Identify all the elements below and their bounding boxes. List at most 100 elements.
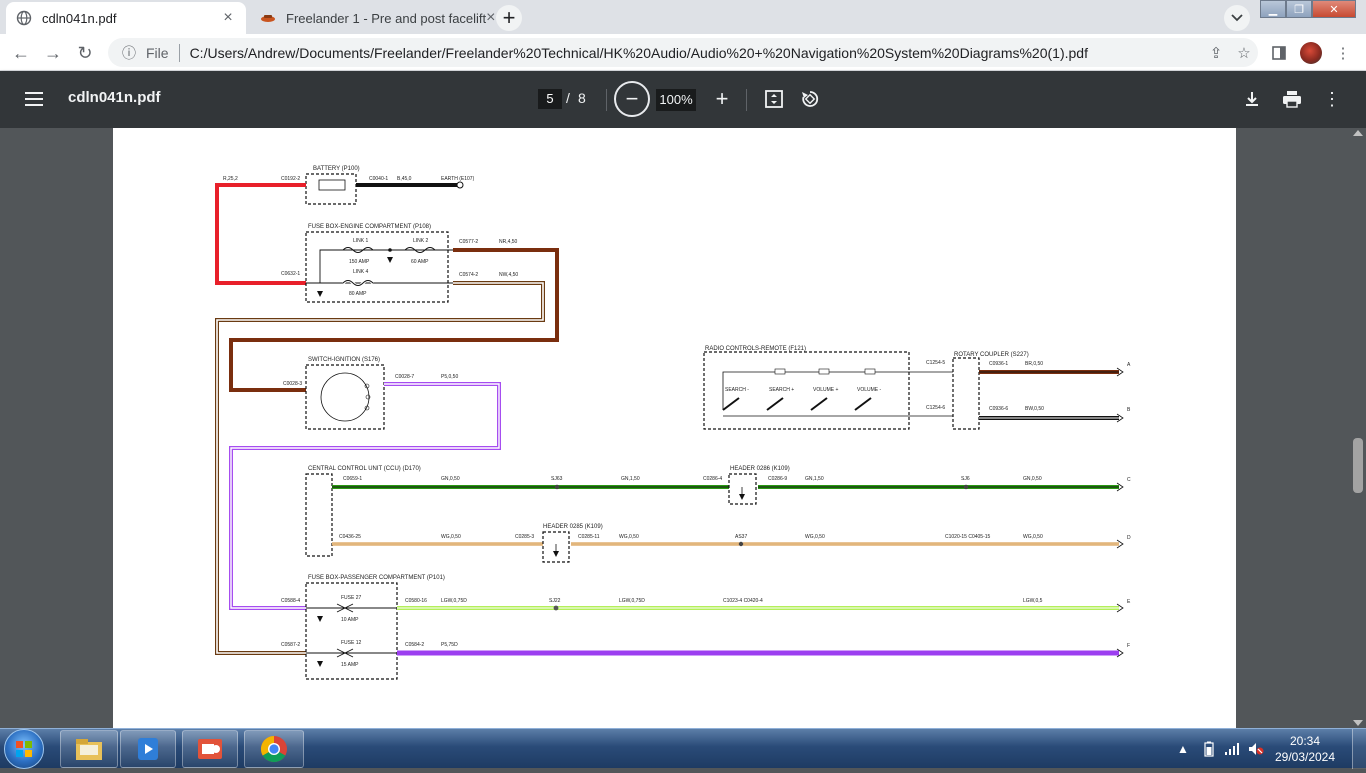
earth-point	[456, 181, 464, 189]
scroll-down-arrow-icon[interactable]	[1353, 720, 1363, 726]
fuse27-icon	[336, 603, 354, 613]
ground-arrow-icon	[553, 551, 559, 557]
fuse-passenger-e-out: C0580-16	[405, 598, 427, 604]
show-desktop-button[interactable]	[1352, 729, 1366, 769]
page-number-input[interactable]: 5	[538, 89, 562, 109]
print-icon[interactable]	[1280, 87, 1304, 111]
header286-box	[728, 473, 757, 505]
ccu-connector-d: C0436-25	[339, 534, 361, 540]
share-icon[interactable]: ⇪	[1209, 44, 1223, 62]
fuse27-label: FUSE 27	[341, 595, 362, 601]
tab-cdln041n[interactable]: cdln041n.pdf ×	[6, 2, 246, 34]
tray-expand-icon[interactable]: ▲	[1177, 742, 1189, 756]
scroll-up-arrow-icon[interactable]	[1353, 130, 1363, 136]
taskbar-app-presentation[interactable]	[182, 730, 238, 768]
battery-icon[interactable]	[1200, 729, 1218, 769]
zoom-level-input[interactable]: 100%	[656, 89, 696, 111]
close-window-button[interactable]: ✕	[1312, 0, 1356, 18]
terminal-d: D	[1127, 535, 1131, 541]
tab-close-icon[interactable]: ×	[223, 9, 233, 26]
fuse-passenger-f-out: C0584-2	[405, 642, 424, 648]
terminal-arrow-icon	[1116, 482, 1124, 492]
link1-label: LINK 1	[353, 238, 369, 244]
splice-c: SJ63	[551, 476, 563, 482]
fuse-engine-connector-in: C0632-1	[281, 271, 300, 277]
reload-button[interactable]: ↻	[77, 42, 93, 63]
pdf-viewer[interactable]: BATTERY (P100) C0192-2 C0040-1 B,45,0 EA…	[0, 128, 1366, 728]
forward-button[interactable]: →	[44, 42, 62, 63]
tab-close-icon[interactable]: ×	[486, 9, 496, 26]
terminal-arrow-icon	[1116, 603, 1124, 613]
fuse-engine-busbar	[319, 249, 453, 283]
ignition-box	[305, 364, 385, 430]
tab-freelander[interactable]: Freelander 1 - Pre and post facelift ×	[250, 2, 496, 34]
vertical-scrollbar[interactable]	[1350, 128, 1366, 728]
ignition-wire-out: P5,0,50	[441, 374, 458, 380]
radio-connector-a: C1254-5	[926, 360, 945, 366]
maximize-button[interactable]: ❐	[1286, 0, 1312, 18]
ground-arrow-icon	[739, 494, 745, 500]
network-signal-icon[interactable]	[1222, 729, 1242, 769]
new-tab-button[interactable]: +	[496, 5, 522, 31]
taskbar-app-chrome[interactable]	[244, 730, 304, 768]
terminal-f: F	[1127, 643, 1130, 649]
hamburger-menu-icon[interactable]	[22, 87, 46, 111]
splice-e: SJ22	[549, 598, 561, 604]
taskbar-app-media-player[interactable]	[120, 730, 176, 768]
radio-controls-label: RADIO CONTROLS-REMOTE (F121)	[705, 346, 806, 352]
address-bar[interactable]: ⓘ File C:/Users/Andrew/Documents/Freelan…	[108, 38, 1258, 67]
window-controls: ▁ ❐ ✕	[1260, 0, 1356, 20]
minimize-button[interactable]: ▁	[1260, 0, 1286, 18]
volume-muted-icon[interactable]	[1246, 729, 1266, 769]
fit-page-icon[interactable]	[762, 87, 786, 111]
side-panel-icon[interactable]	[1266, 40, 1292, 66]
terminal-a: A	[1127, 362, 1131, 368]
terminal-e: E	[1127, 599, 1131, 605]
tab-search-button[interactable]	[1224, 5, 1250, 31]
fuse-engine-label: FUSE BOX-ENGINE COMPARTMENT (P108)	[308, 224, 431, 230]
kebab-menu-icon[interactable]: ⋮	[1335, 45, 1351, 62]
link2-label: LINK 2	[413, 238, 429, 244]
battery-box	[305, 173, 357, 205]
fuse-engine-wire-out2: NW,4,50	[499, 272, 518, 278]
back-button[interactable]: ←	[12, 42, 30, 63]
url-scheme: File	[146, 44, 169, 61]
divider	[606, 89, 607, 111]
fuse-passenger-e-in: C0588-4	[281, 598, 300, 604]
page-total: 8	[578, 90, 586, 106]
pdf-filename: cdln041n.pdf	[68, 89, 161, 106]
ignition-switch-icon	[320, 372, 370, 422]
battery-connector-left: C0192-2	[281, 176, 300, 182]
download-icon[interactable]	[1240, 87, 1264, 111]
rotary-connector-a: C0936-1	[989, 361, 1008, 367]
radio-resistor-line	[722, 371, 909, 410]
file-explorer-icon	[76, 739, 102, 760]
rotary-wire-a: BR,0,50	[1025, 361, 1043, 367]
link2-rating: 60 AMP	[411, 259, 429, 265]
more-options-icon[interactable]: ⋮	[1323, 88, 1341, 109]
header285-box	[542, 531, 570, 563]
globe-icon	[16, 10, 32, 26]
terminal-c: C	[1127, 477, 1131, 483]
rotary-connector-b: C0936-6	[989, 406, 1008, 412]
url-text[interactable]: C:/Users/Andrew/Documents/Freelander/Fre…	[189, 44, 1088, 61]
zoom-in-button[interactable]: +	[715, 86, 729, 111]
rotate-icon[interactable]	[798, 87, 822, 111]
media-player-icon	[138, 738, 158, 760]
ccu-box	[305, 473, 333, 557]
profile-avatar[interactable]	[1300, 42, 1322, 64]
scroll-thumb[interactable]	[1353, 438, 1363, 493]
bookmark-star-icon[interactable]: ☆	[1237, 44, 1251, 62]
taskbar-app-file-explorer[interactable]	[60, 730, 118, 768]
divider	[178, 43, 180, 62]
switch-search-minus	[722, 397, 740, 411]
system-clock[interactable]: 20:34 29/03/2024	[1272, 733, 1338, 765]
ccu-wire-d3: WG,0,50	[805, 534, 825, 540]
info-icon[interactable]: ⓘ	[122, 44, 136, 61]
link4-rating: 80 AMP	[349, 291, 367, 297]
divider	[746, 89, 747, 111]
zoom-out-button[interactable]: −	[614, 81, 650, 117]
start-button[interactable]	[4, 729, 44, 769]
clock-date: 29/03/2024	[1274, 750, 1336, 764]
